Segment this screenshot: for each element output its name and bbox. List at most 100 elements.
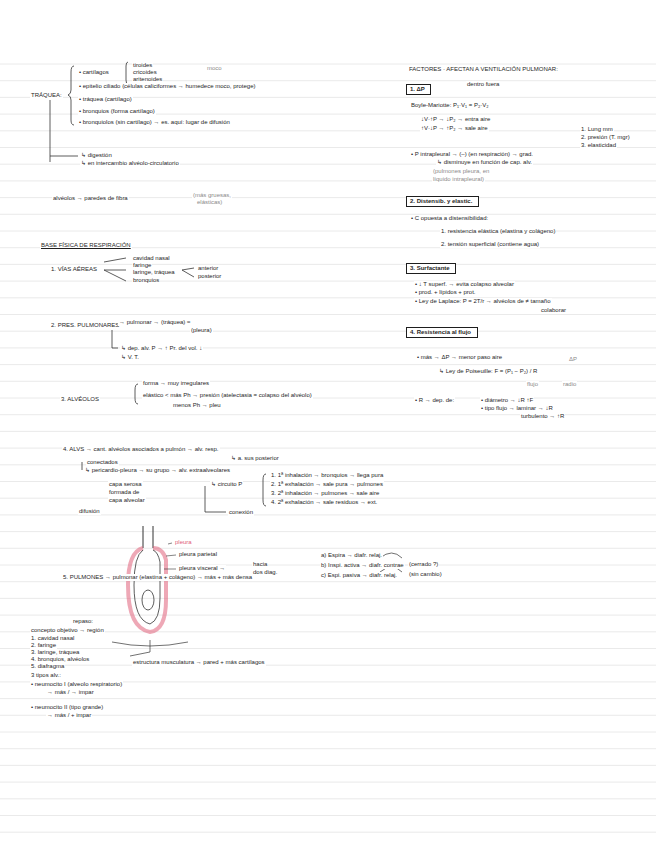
- note-text: forma → muy irregulares: [142, 380, 210, 387]
- ruled-line: [0, 832, 656, 833]
- note-text: → más / + impar: [46, 712, 92, 719]
- note-text: • P intrapleural → (–) (en respiración) …: [410, 151, 534, 158]
- note-text: (pleura): [190, 327, 213, 334]
- ruled-line: [0, 698, 656, 699]
- note-text: posterior: [197, 273, 222, 280]
- heading-box: 1. ΔP: [406, 84, 431, 95]
- note-text: ↳ disminuye en función de cap. alv.: [436, 159, 533, 166]
- note-text: 1. resistencia elástica (elastina y colá…: [440, 228, 556, 235]
- note-text: (más gruesas,: [192, 192, 232, 199]
- note-text: 3. laringe, tráquea: [30, 649, 80, 656]
- note-text: a) Espira → diafr. relaj.: [320, 552, 383, 559]
- note-text: • neumocito II (tipo grande): [30, 704, 104, 711]
- note-text: • prod. + lípidos + prot.: [414, 289, 476, 296]
- note-text: difusión: [78, 508, 101, 515]
- ruled-line: [0, 548, 656, 549]
- note-text: ↓V·↑P → ↓P₂ → entra aire: [420, 116, 491, 123]
- ruled-line: [0, 648, 656, 649]
- note-text: 3. ALVÉOLOS: [60, 396, 100, 403]
- note-text: BASE FÍSICA DE RESPIRACIÓN: [40, 242, 132, 249]
- ruled-line: [0, 715, 656, 716]
- note-text: formada de: [108, 489, 140, 496]
- note-text: cavidad nasal: [132, 255, 171, 262]
- note-text: • cartílagos: [78, 69, 110, 76]
- note-text: ↳ digestión: [80, 152, 113, 159]
- ruled-line: [0, 264, 656, 265]
- ruled-line: [0, 531, 656, 532]
- note-text: 1. 1ª inhalación → bronquios → llega pur…: [270, 472, 384, 479]
- note-text: 4. bronquios, alvéolos: [30, 656, 90, 663]
- note-text: pleura parietal: [178, 551, 218, 558]
- note-text: pleura visceral →: [178, 565, 226, 572]
- ruled-line: [0, 581, 656, 582]
- note-text: • bronquiolos (sin cartílago) → es. aquí…: [78, 119, 231, 126]
- note-text: bronquios: [132, 277, 160, 284]
- ruled-line: [0, 214, 656, 215]
- ruled-line: [0, 815, 656, 816]
- note-text: faringe: [132, 262, 152, 269]
- note-text: • ↓ T superf. → evita colapso alveolar: [414, 281, 515, 288]
- note-text: radio: [562, 381, 577, 388]
- note-text: ↳ circuito P: [210, 481, 243, 488]
- note-text: (cerrado ?): [408, 561, 439, 568]
- ruled-line: [0, 64, 656, 65]
- box-heading: 2. Distensib. y elastic.: [410, 198, 475, 205]
- note-text: 2. presión (T. mgr): [580, 134, 631, 141]
- note-text: elástico < más Ph → presión (atelectasia…: [142, 392, 313, 399]
- note-text: • neumocito I (alveolo respiratorio): [30, 681, 123, 688]
- note-text: 5. PULMONES → pulmonar (elastina + colág…: [62, 574, 253, 581]
- note-text: 4. 2ª exhalación → sale residuos → ext.: [270, 499, 378, 506]
- note-text: ↳ Ley de Poiseuille: F = (P₁ − P₂) / R: [438, 368, 538, 375]
- note-text: estructura musculatura → pared + más car…: [132, 659, 266, 666]
- note-text: 2. PRES. PULMONARES: [50, 322, 120, 329]
- ruled-line: [0, 748, 656, 749]
- note-text: Boyle-Mariotte: P₁·V₁ = P₂·V₂: [410, 102, 490, 109]
- note-text: → más / → impar: [46, 689, 95, 696]
- note-text: turbulento → ↑R: [520, 413, 565, 420]
- note-text: laringe, tráquea: [132, 269, 176, 276]
- ruled-line: [0, 798, 656, 799]
- note-text: 5. diafragma: [30, 663, 65, 670]
- note-text: • diámetro → ↓R ↑F: [480, 397, 534, 404]
- ruled-line: [0, 765, 656, 766]
- note-text: 3 tipos alv.:: [30, 672, 62, 679]
- note-text: ΔP: [568, 356, 578, 363]
- note-text: cricoides: [132, 69, 158, 76]
- note-text: ↳ en intercambio alvéolo-circulatorio: [80, 160, 180, 167]
- ruled-line: [0, 281, 656, 282]
- note-text: (sin cambio): [408, 571, 443, 578]
- note-text: 1. Lung mm: [580, 126, 614, 133]
- note-text: 3. 2ª inhalación → pulmones → sale aire: [270, 490, 380, 497]
- note-text: elásticas): [196, 199, 223, 206]
- note-text: • Ley de Laplace: P = 2T/r → alvéolos de…: [414, 298, 552, 305]
- note-text: → pulmonar → (tráquea) ≈: [118, 319, 191, 326]
- ruled-line: [0, 314, 656, 315]
- ruled-line: [0, 782, 656, 783]
- note-text: FACTORES · AFECTAN A VENTILACIÓN PULMONA…: [408, 66, 559, 73]
- ruled-line: [0, 732, 656, 733]
- note-text: • C opuesta a distensibilidad:: [410, 215, 489, 222]
- ruled-line: [0, 381, 656, 382]
- note-text: conexión: [228, 509, 254, 516]
- note-text: 1. cavidad nasal: [30, 635, 75, 642]
- note-text: • R → dep. de:: [414, 397, 455, 404]
- note-text: anterior: [197, 265, 219, 272]
- heading-box: 2. Distensib. y elastic.: [406, 196, 479, 207]
- ruled-line: [0, 80, 656, 81]
- note-text: • tráquea (cartílago): [78, 96, 133, 103]
- ruled-line: [0, 147, 656, 148]
- ruled-line: [0, 364, 656, 365]
- heading-box: 3. Surfactante: [406, 263, 456, 274]
- note-text: ↳ a. sus posterior: [230, 455, 280, 462]
- note-text: menos Ph → pleu: [172, 402, 222, 409]
- box-heading: 4. Resistencia al flujo: [410, 329, 474, 336]
- note-text: c) Espi. pasiva → diafr. relaj.: [320, 572, 398, 579]
- note-text: 2. faringe: [30, 642, 57, 649]
- note-text: aritenoides: [132, 76, 163, 83]
- note-text: 1. VÍAS AÉREAS: [50, 266, 98, 273]
- note-text: hacia: [252, 561, 268, 568]
- note-text: • bronquios (forma cartílago): [78, 108, 156, 115]
- note-text: ↳ dep. alv. P → ↑ Pr. del vol. ↓: [120, 345, 203, 352]
- note-text: • epitelio ciliado (células caliciformes…: [78, 83, 257, 90]
